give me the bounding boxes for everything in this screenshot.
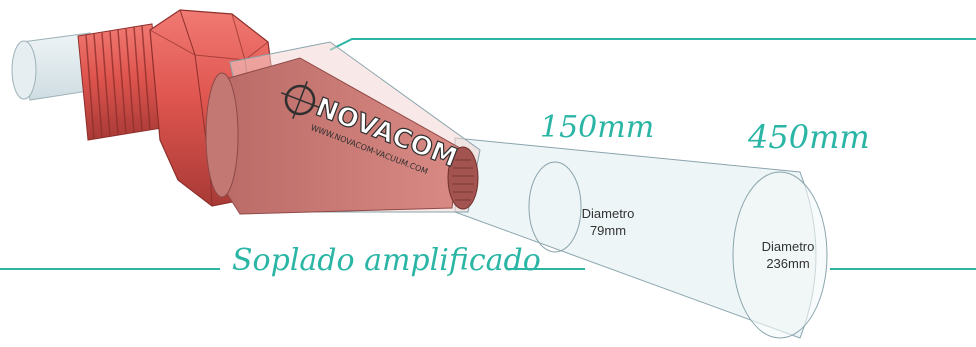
near-diameter: Diametro 79mm	[578, 205, 638, 239]
tagline: Soplado amplificado	[232, 243, 541, 278]
near-diameter-value: 79mm	[589, 223, 627, 238]
distance-near-label: 150mm	[540, 110, 655, 145]
amplifier-body	[205, 41, 481, 215]
near-diameter-label: Diametro	[581, 206, 635, 221]
air-cone	[454, 137, 828, 339]
far-diameter-value: 236mm	[766, 256, 810, 271]
threaded-connector	[77, 23, 163, 141]
teal-guide-lines	[0, 38, 976, 270]
far-diameter: Diametro 236mm	[748, 238, 828, 272]
distance-far-label: 450mm	[748, 118, 870, 156]
feed-tube	[11, 32, 96, 101]
far-diameter-label: Diametro	[761, 239, 815, 254]
